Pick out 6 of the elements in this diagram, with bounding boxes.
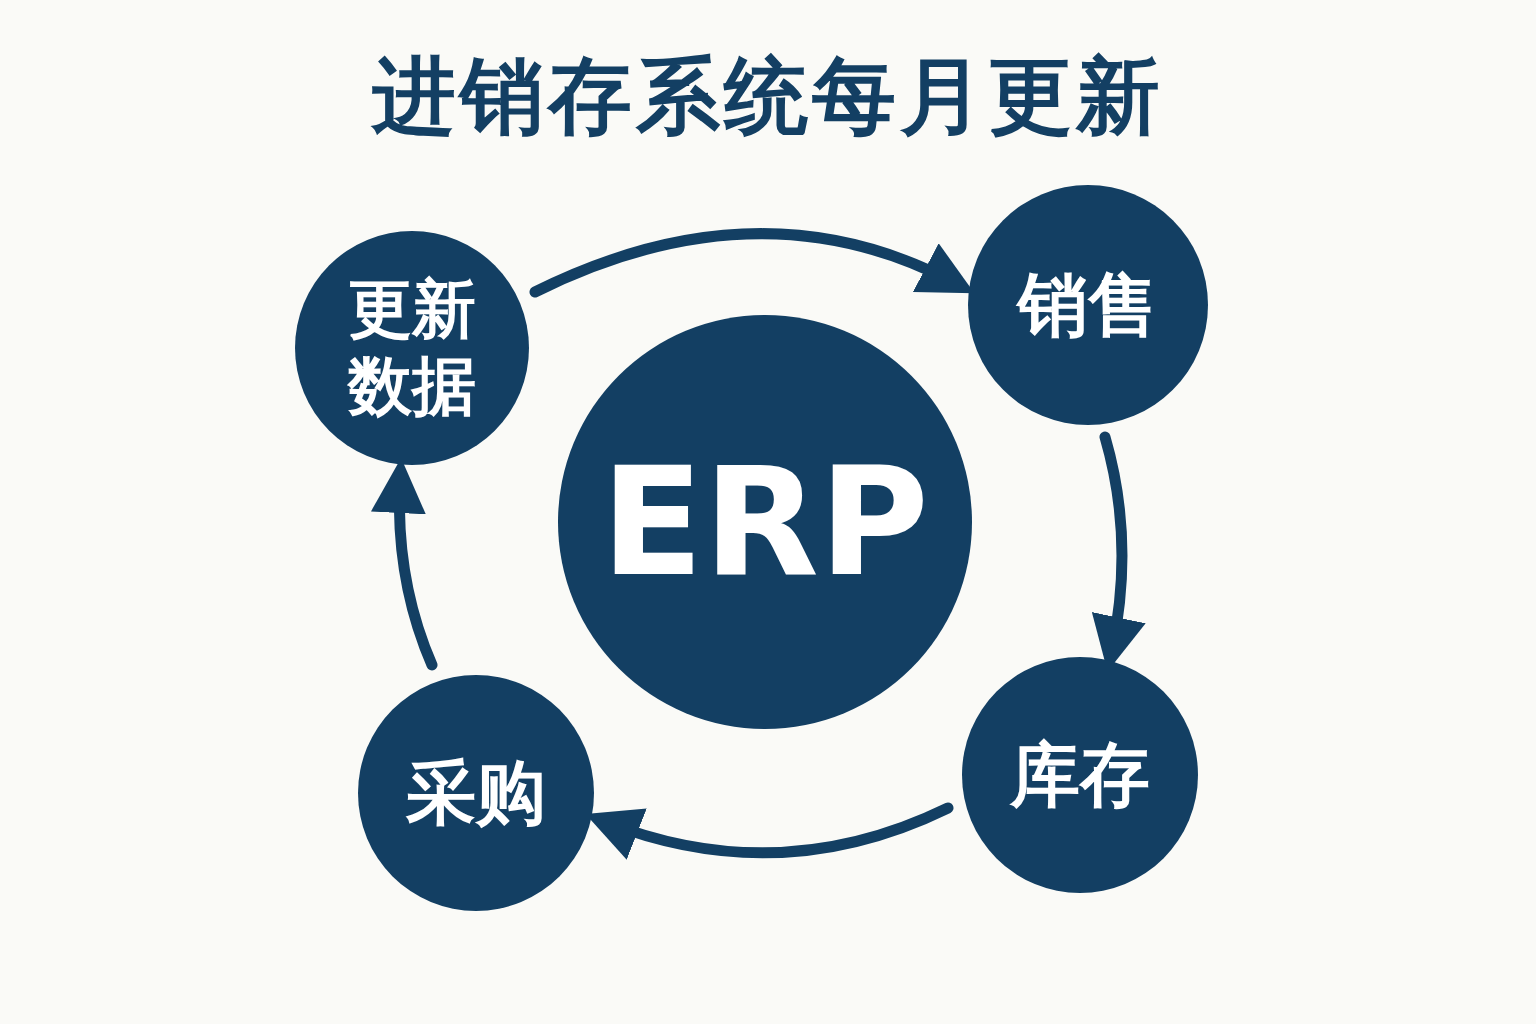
title: 进销存系统每月更新 [370, 46, 1165, 147]
circle-label: ERP [601, 434, 929, 611]
circle-label: 库存 [1010, 733, 1150, 817]
circle-label: 更新数据 [346, 271, 477, 425]
circle-label: 采购 [406, 751, 546, 835]
circle-label: 销售 [1018, 263, 1158, 347]
